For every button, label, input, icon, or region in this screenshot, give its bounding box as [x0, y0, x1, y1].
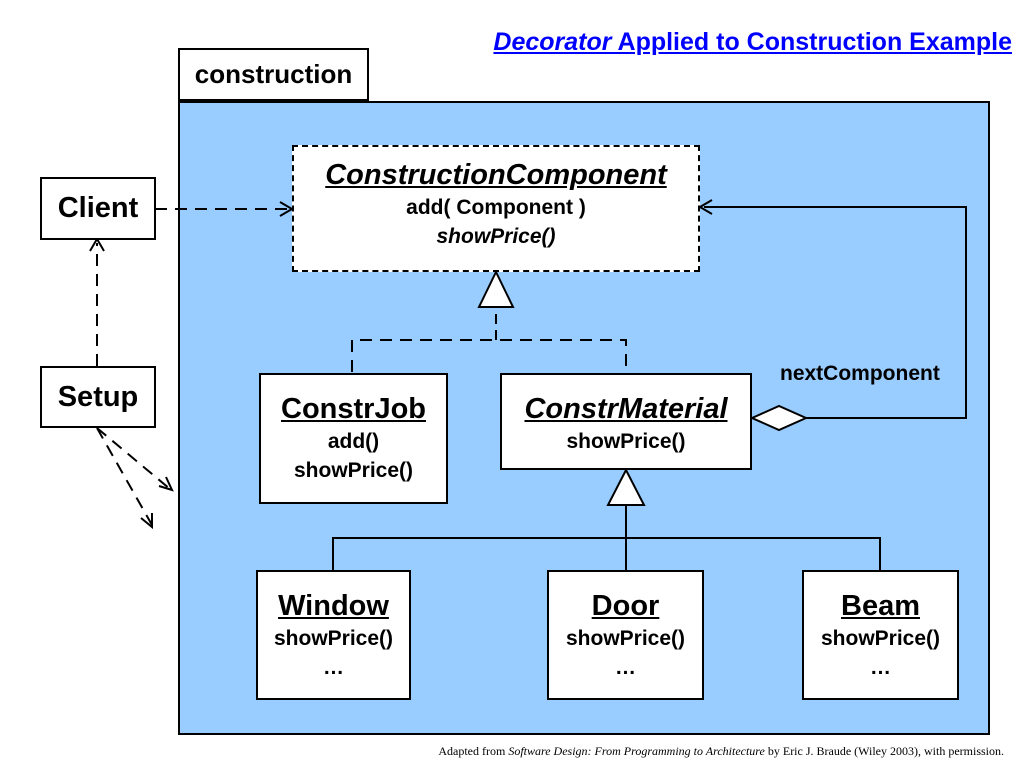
footer-suffix: by Eric J. Braude (Wiley 2003), with per…	[764, 744, 1004, 758]
client-label: Client	[57, 192, 139, 224]
constr-job-class: ConstrJob add() showPrice()	[259, 373, 448, 504]
title-pattern-name: Decorator	[493, 28, 612, 56]
window-ellipsis: …	[323, 656, 344, 679]
diagram-title: Decorator Applied to Construction Exampl…	[493, 28, 1012, 57]
constr-job-op-add: add()	[327, 430, 380, 453]
attribution-footer: Adapted from Software Design: From Progr…	[438, 744, 1004, 759]
setup-dependency-line-1	[96, 427, 171, 490]
aggregation-line	[704, 206, 967, 419]
door-name: Door	[591, 590, 660, 622]
constr-job-name: ConstrJob	[281, 393, 426, 425]
construction-component-op-showprice: showPrice()	[436, 225, 556, 248]
construction-component-class: ConstructionComponent add( Component ) s…	[292, 145, 700, 272]
generalization-triangle	[606, 467, 646, 506]
door-class: Door showPrice() …	[547, 570, 704, 700]
window-name: Window	[278, 590, 389, 622]
footer-prefix: Adapted from	[438, 744, 509, 758]
window-class: Window showPrice() …	[256, 570, 411, 700]
door-ellipsis: …	[615, 656, 636, 679]
aggregation-diamond	[749, 404, 809, 432]
beam-op-showprice: showPrice()	[820, 627, 941, 650]
constr-material-op-showprice: showPrice()	[566, 430, 686, 453]
constr-material-name: ConstrMaterial	[524, 393, 728, 425]
window-op-showprice: showPrice()	[273, 627, 394, 650]
aggregation-arrowhead	[698, 199, 713, 215]
construction-component-name: ConstructionComponent	[325, 159, 667, 191]
constr-material-class: ConstrMaterial showPrice()	[500, 373, 752, 470]
setup-box: Setup	[40, 366, 156, 428]
beam-class: Beam showPrice() …	[802, 570, 959, 700]
package-tab: construction	[178, 48, 369, 101]
generalization-connector	[332, 537, 881, 570]
setup-dependency-line-2	[96, 427, 153, 526]
footer-book-title: Software Design: From Programming to Arc…	[508, 744, 765, 758]
setup-dependency-arrowhead-1	[158, 476, 174, 492]
beam-name: Beam	[841, 590, 920, 622]
client-box: Client	[40, 177, 156, 240]
door-op-showprice: showPrice()	[565, 627, 686, 650]
setup-label: Setup	[57, 380, 139, 413]
realization-connector	[351, 339, 627, 372]
next-component-role-label: nextComponent	[780, 362, 940, 385]
title-rest: Applied to Construction Example	[611, 28, 1012, 56]
construction-component-op-add: add( Component )	[406, 196, 586, 219]
beam-ellipsis: …	[870, 656, 891, 679]
realization-triangle	[477, 269, 515, 308]
package-name: construction	[194, 59, 353, 89]
constr-job-op-showprice: showPrice()	[293, 459, 414, 482]
setup-dependency-arrowhead-2	[140, 513, 153, 530]
